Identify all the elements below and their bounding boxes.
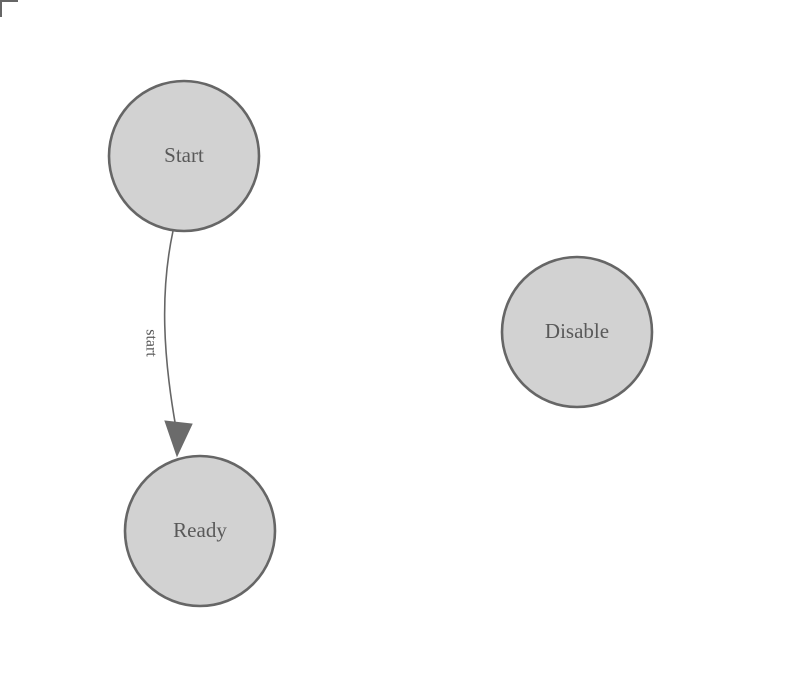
edge-label-start: start [142, 329, 159, 357]
node-disable-label: Disable [545, 319, 609, 343]
node-start-circle[interactable] [107, 79, 261, 233]
node-ready[interactable]: Ready [123, 454, 277, 608]
node-ready-circle[interactable] [123, 454, 277, 608]
edge-line [163, 230, 177, 429]
node-disable-circle[interactable] [500, 255, 654, 409]
node-ready-label: Ready [173, 518, 227, 542]
node-start-label: Start [164, 143, 204, 167]
node-disable[interactable]: Disable [500, 255, 654, 409]
node-start[interactable]: Start [107, 79, 261, 233]
edge-start-to-ready[interactable]: start [142, 230, 193, 458]
arrowhead-icon [164, 420, 193, 458]
selection-corner-mark-icon [0, 0, 18, 17]
